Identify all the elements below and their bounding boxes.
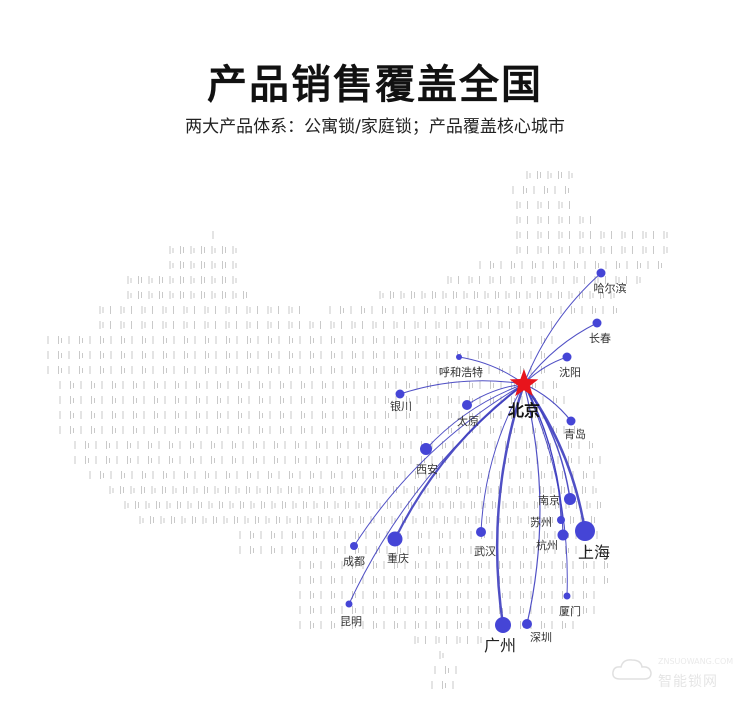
city-label: 武汉 xyxy=(474,545,496,558)
city-label: 太原 xyxy=(457,415,479,428)
city-dot xyxy=(420,443,432,455)
watermark-sub: ZNSUOWANG.COM xyxy=(658,657,734,666)
city-label: 上海 xyxy=(578,543,610,562)
city-dot xyxy=(350,542,358,550)
city-label: 苏州 xyxy=(530,516,552,529)
city-label: 青岛 xyxy=(564,427,586,441)
city-label: 重庆 xyxy=(387,551,409,565)
city-dot xyxy=(596,268,606,278)
city-dot xyxy=(345,600,353,608)
route-lines xyxy=(348,272,602,626)
city-dot xyxy=(395,389,405,399)
watermark-text: 智能锁网 xyxy=(658,674,718,690)
city-dot xyxy=(592,318,602,328)
city-dot xyxy=(557,529,569,541)
city-label: 南京 xyxy=(538,493,560,507)
city-dot xyxy=(566,416,576,426)
city-label: 杭州 xyxy=(536,538,558,552)
city-label: 深圳 xyxy=(530,631,552,644)
city-dot xyxy=(562,352,572,362)
city-label: 哈尔滨 xyxy=(594,281,627,295)
city-label: 呼和浩特 xyxy=(439,365,483,379)
city-label: 银川 xyxy=(390,399,412,413)
city-dot xyxy=(557,516,565,524)
city-label: 广州 xyxy=(484,636,516,655)
city-dot xyxy=(522,619,532,629)
star-icon xyxy=(509,369,539,397)
city-dot xyxy=(456,354,462,360)
page-title: 产品销售覆盖全国 xyxy=(207,62,543,108)
city-dot xyxy=(462,400,472,410)
city-label: 西安 xyxy=(416,462,438,476)
city-label: 长春 xyxy=(589,332,611,345)
map-dot-pattern xyxy=(47,171,668,689)
city-label: 厦门 xyxy=(559,604,581,618)
city-markers xyxy=(345,268,606,633)
city-dot xyxy=(575,521,595,541)
city-dot xyxy=(564,493,576,505)
page-subtitle: 两大产品体系：公寓锁/家庭锁；产品覆盖核心城市 xyxy=(185,117,565,137)
city-label: 成都 xyxy=(343,555,365,568)
city-label: 昆明 xyxy=(340,615,362,628)
city-dot xyxy=(387,531,403,547)
city-dot xyxy=(495,617,511,633)
hub-beijing: 北京 xyxy=(508,369,540,420)
watermark: ZNSUOWANG.COM 智能锁网 xyxy=(610,655,734,695)
hub-label: 北京 xyxy=(508,401,540,420)
cloud-icon xyxy=(612,659,652,680)
city-dot xyxy=(476,527,486,537)
city-label: 沈阳 xyxy=(559,365,581,379)
city-dot xyxy=(563,592,571,600)
